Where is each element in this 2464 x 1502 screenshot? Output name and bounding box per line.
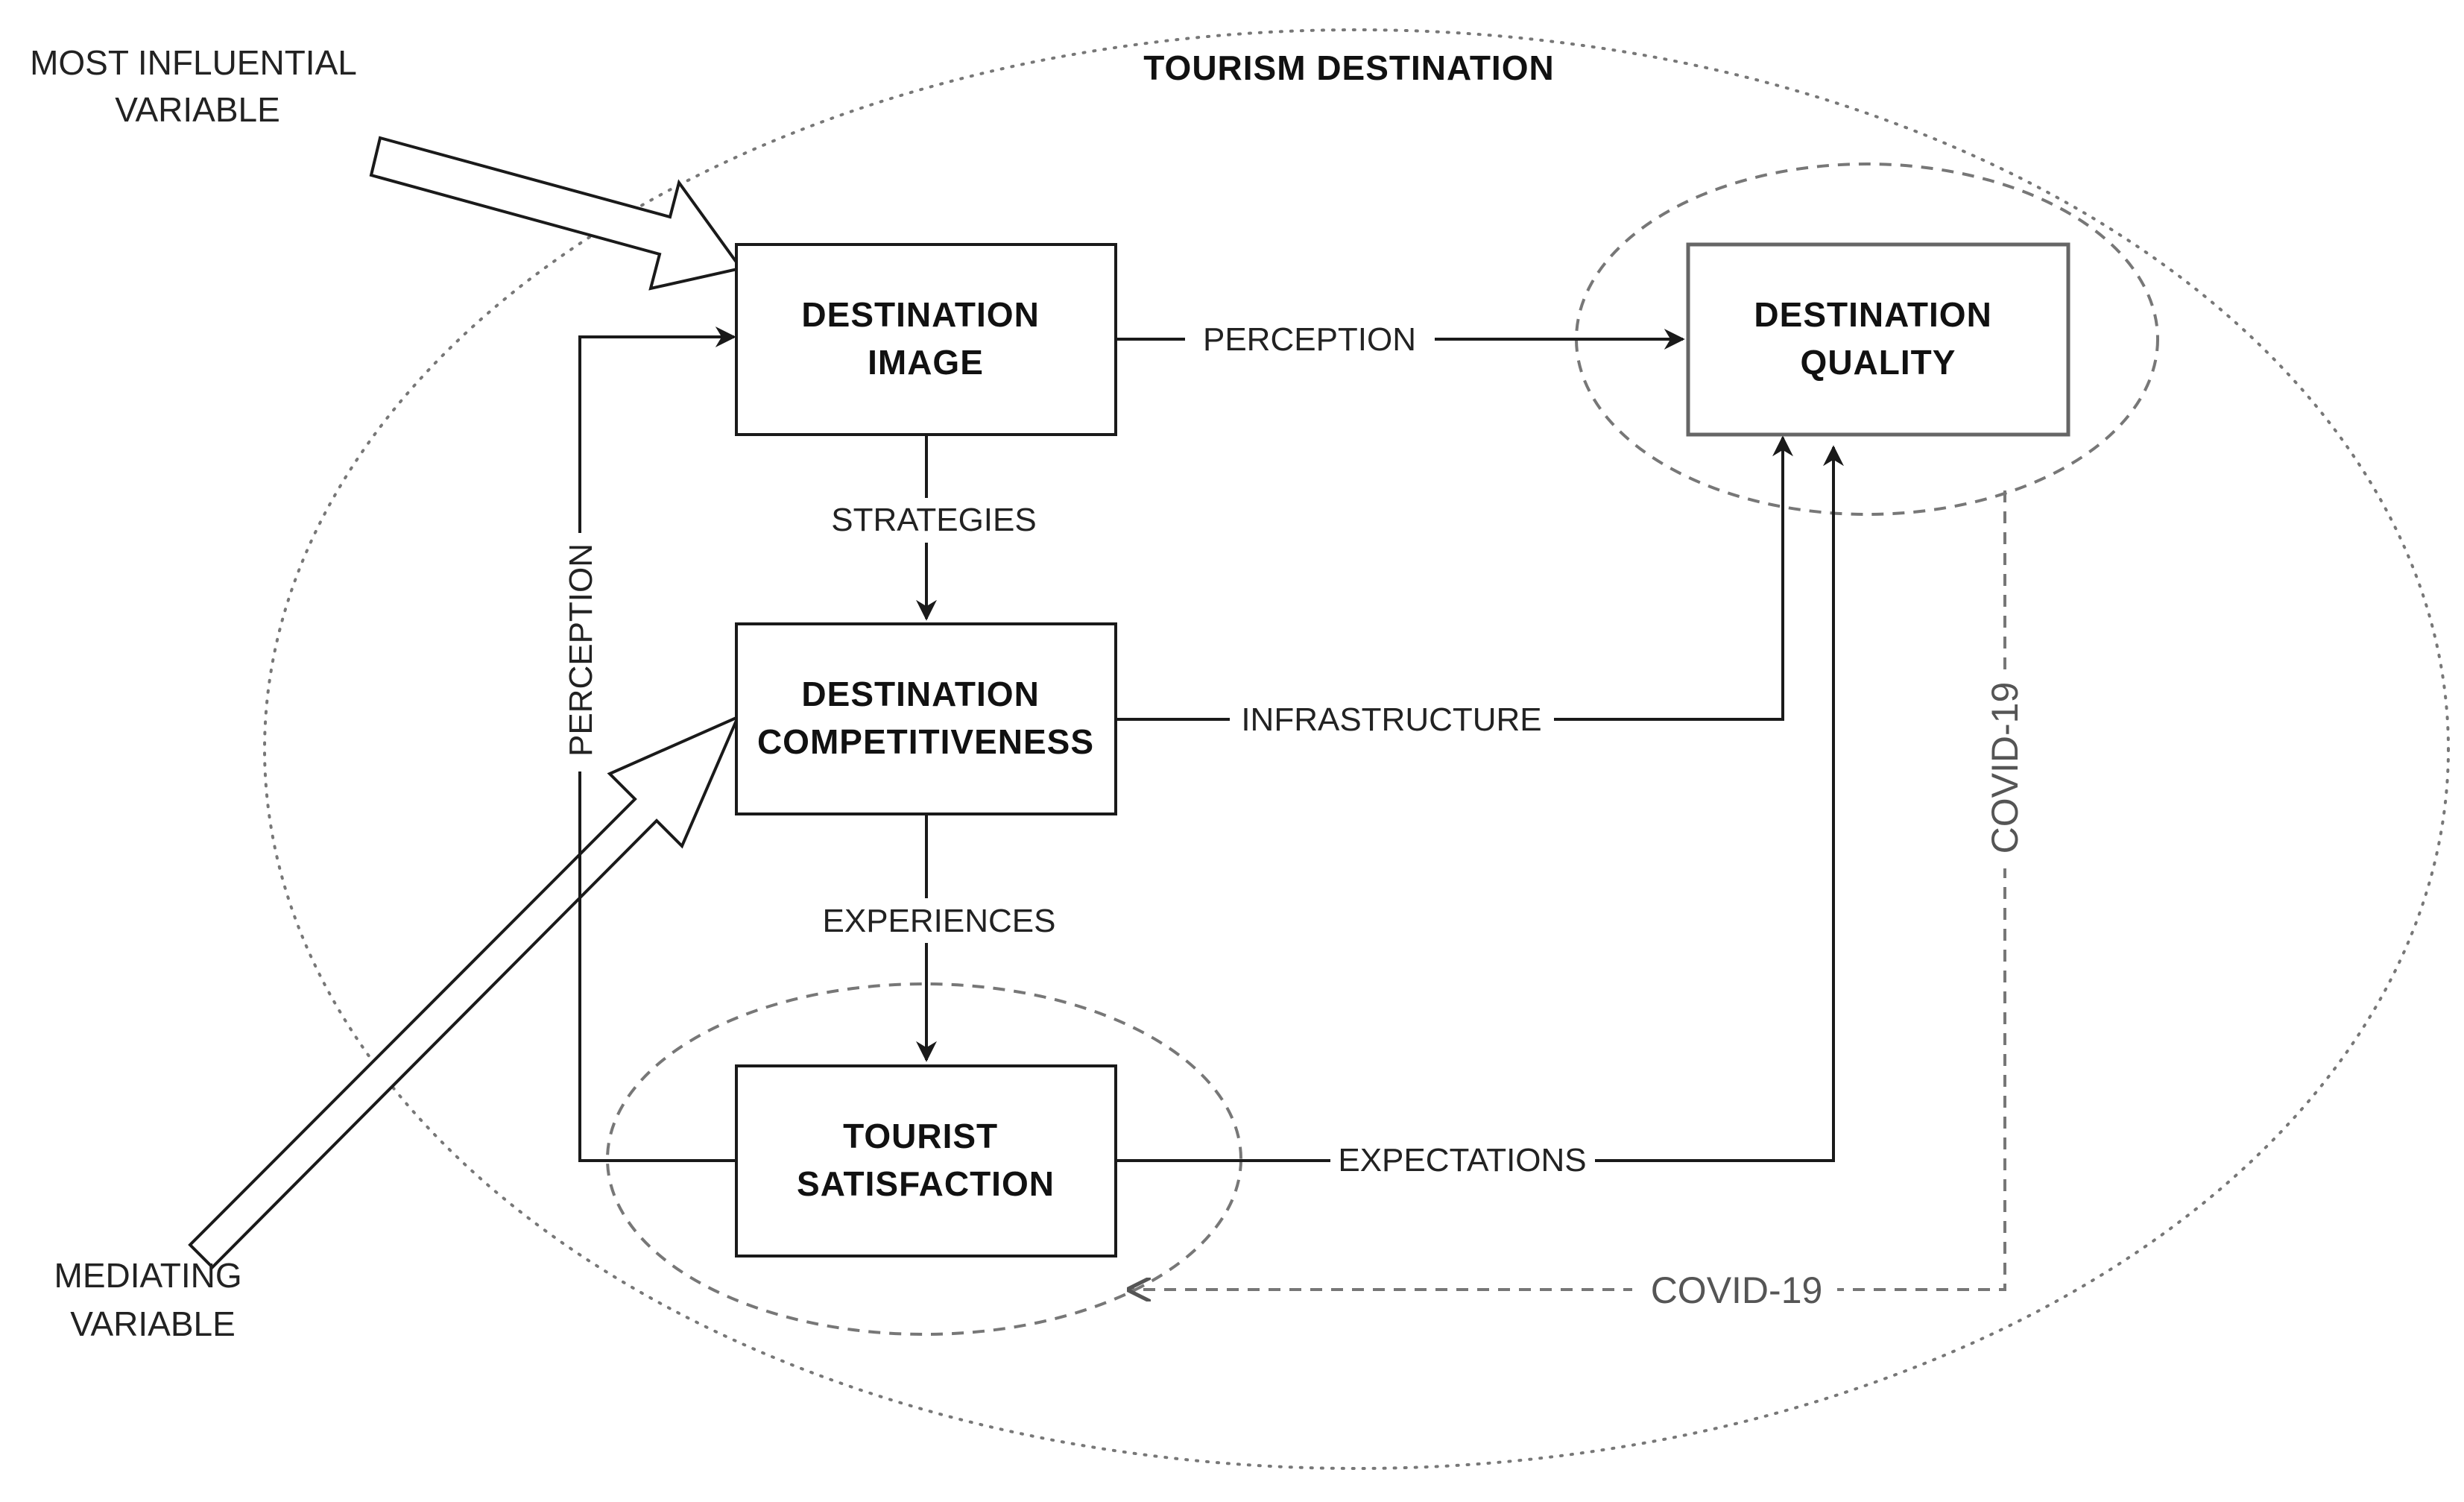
region-title: TOURISM DESTINATION <box>1143 48 1554 87</box>
label-satisfaction-to-image: PERCEPTION <box>563 543 599 757</box>
edge-covid-19 <box>1129 490 2006 1290</box>
label-satisfaction-to-quality: EXPECTATIONS <box>1338 1142 1586 1178</box>
node-quality-line-1: DESTINATION <box>1754 295 1991 334</box>
node-satisfaction-line-1: TOURIST <box>843 1117 998 1155</box>
node-competitiveness-line-1: DESTINATION <box>801 675 1039 713</box>
node-image-title: DESTINATION IMAGE <box>801 295 1049 382</box>
node-quality-title: DESTINATION QUALITY <box>1754 295 2002 382</box>
node-image-line-2: IMAGE <box>868 343 984 382</box>
node-destination-competitiveness: DESTINATION COMPETITIVENESS <box>735 622 1117 815</box>
most-influential-label: MOST INFLUENTIAL VARIABLE <box>30 43 365 129</box>
edge-satisfaction-to-quality <box>1116 445 1844 1162</box>
node-competitiveness-line-2: COMPETITIVENESS <box>757 722 1094 761</box>
mediating-label: MEDIATING VARIABLE <box>54 1256 252 1343</box>
label-image-to-quality: PERCEPTION <box>1203 321 1416 358</box>
most-influential-arrow <box>369 136 744 291</box>
node-quality-line-2: QUALITY <box>1801 343 1956 382</box>
node-competitiveness-title: DESTINATION COMPETITIVENESS <box>757 675 1094 761</box>
mediating-line-1: MEDIATING <box>54 1256 242 1295</box>
most-influential-line-2: VARIABLE <box>115 90 280 129</box>
label-image-to-competitiveness: STRATEGIES <box>831 502 1036 538</box>
tourism-destination-region <box>263 28 2450 1470</box>
label-competitiveness-to-quality: INFRASTRUCTURE <box>1241 701 1541 738</box>
node-tourist-satisfaction: TOURIST SATISFACTION <box>735 1064 1117 1258</box>
label-covid-horizontal: COVID-19 <box>1651 1269 1823 1311</box>
label-covid-vertical: COVID-19 <box>1984 682 2026 854</box>
node-image-line-1: DESTINATION <box>801 295 1039 334</box>
node-satisfaction-line-2: SATISFACTION <box>797 1164 1055 1203</box>
quality-highlight-ellipse <box>1575 162 2159 516</box>
edge-competitiveness-to-quality <box>1116 435 1793 721</box>
node-destination-quality: DESTINATION QUALITY <box>1686 242 2070 437</box>
edge-labels: PERCEPTION STRATEGIES EXPERIENCES INFRAS… <box>555 313 2031 1314</box>
node-satisfaction-title: TOURIST SATISFACTION <box>797 1117 1055 1203</box>
node-destination-image: DESTINATION IMAGE <box>735 243 1117 436</box>
mediating-arrow <box>188 714 741 1269</box>
most-influential-line-1: MOST INFLUENTIAL <box>30 43 356 82</box>
mediating-line-2: VARIABLE <box>70 1304 236 1343</box>
label-competitiveness-to-satisfaction: EXPERIENCES <box>823 903 1056 939</box>
